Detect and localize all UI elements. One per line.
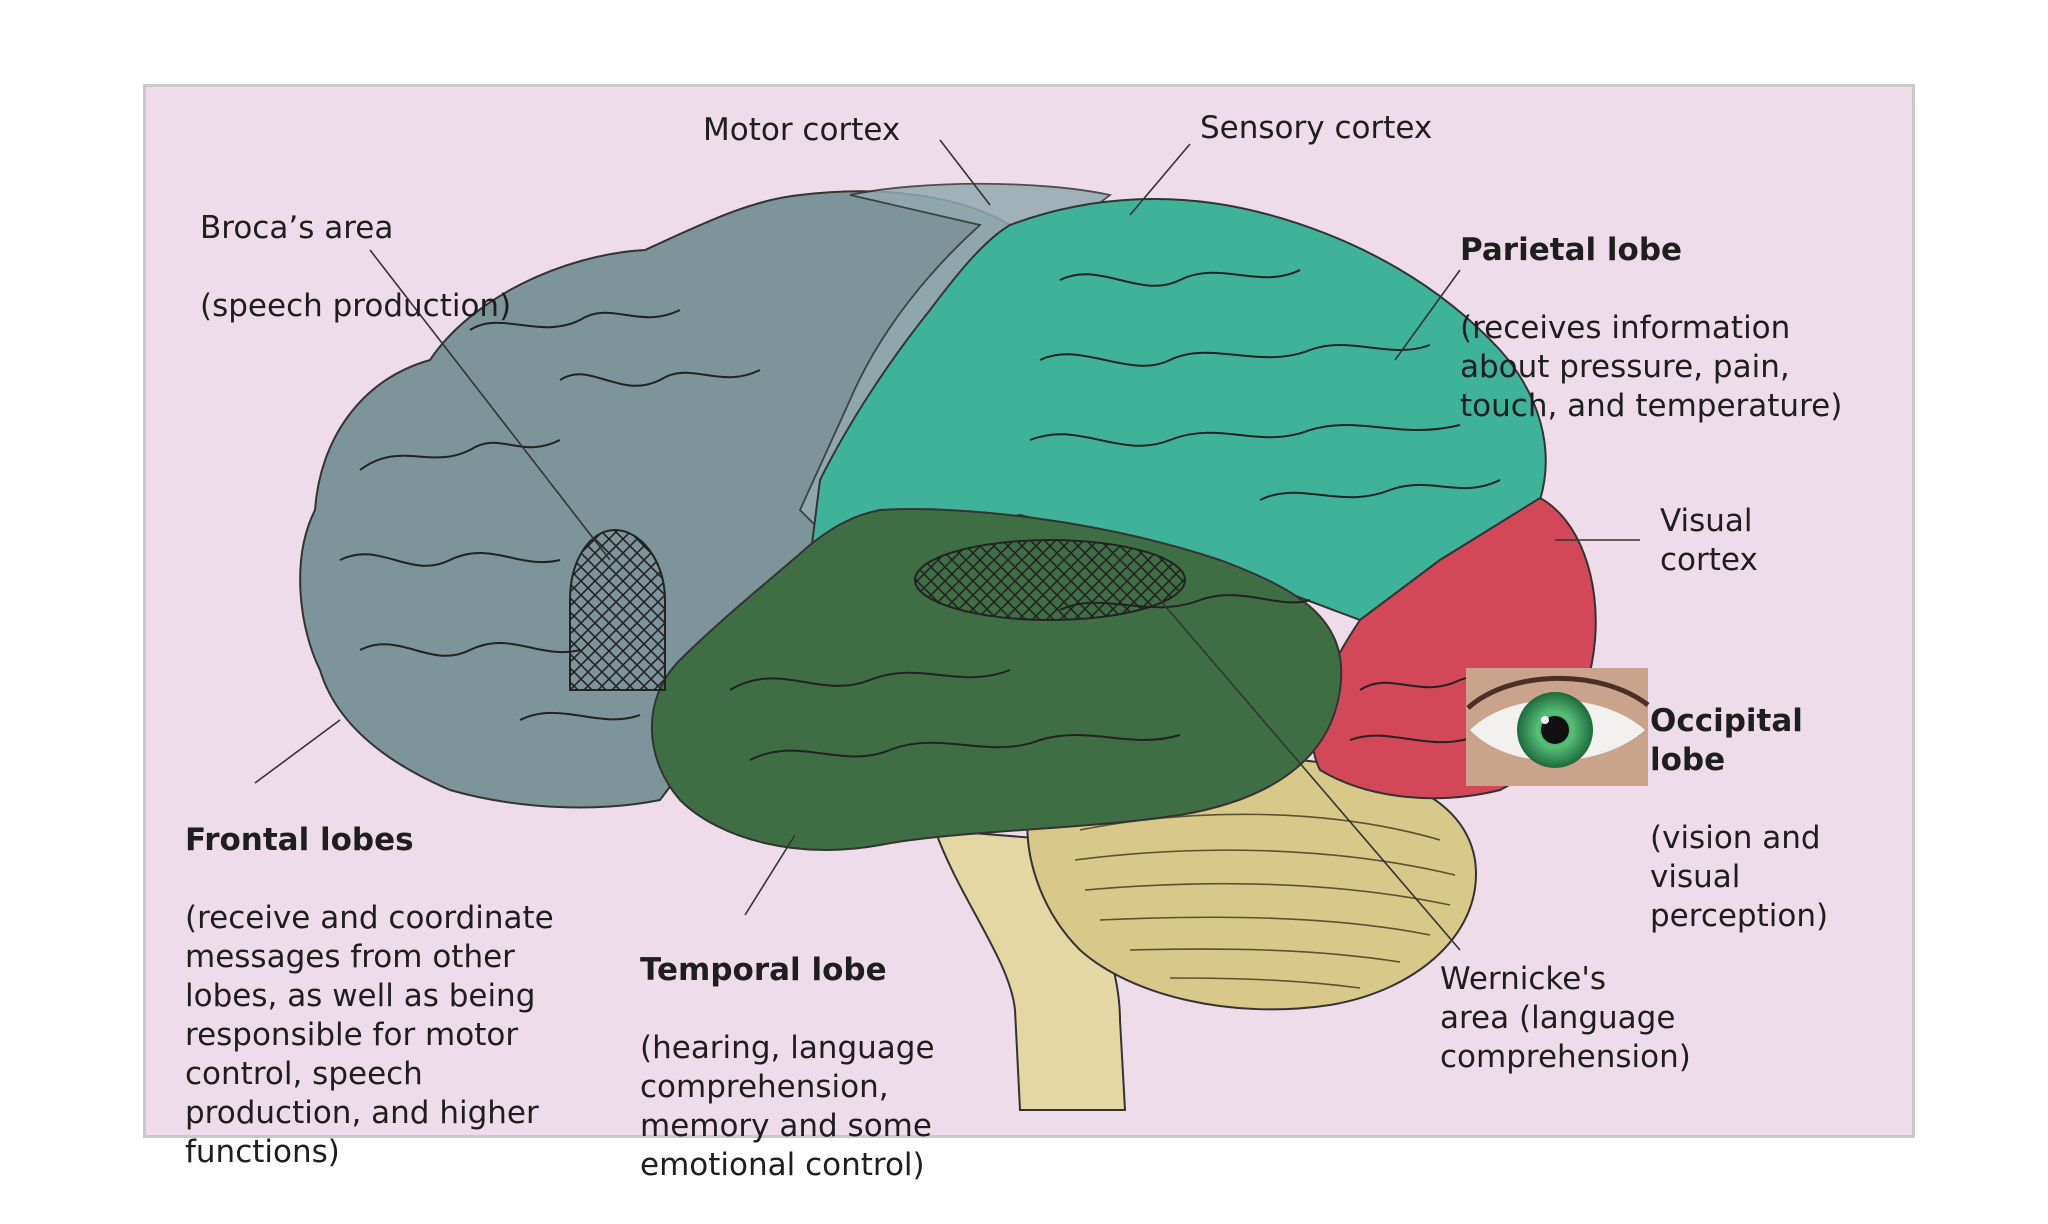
label-temporal-lobe: Temporal lobe (hearing, language compreh… [640,912,935,1224]
label-frontal-lobes: Frontal lobes (receive and coordinate me… [185,782,554,1211]
label-parietal-lobe: Parietal lobe (receives information abou… [1460,192,1842,465]
brain-diagram [254,139,1650,1111]
parietal-lobe-title: Parietal lobe [1460,232,1683,268]
label-sensory-cortex: Sensory cortex [1200,110,1433,146]
temporal-lobe-desc: (hearing, language comprehension, memory… [640,1030,935,1183]
brocas-area-desc: (speech production) [200,288,512,324]
wernickes-area-region [914,539,1186,621]
temporal-lobe-title: Temporal lobe [640,952,887,988]
label-brocas-area: Broca’s area (speech production) [200,170,511,365]
label-motor-cortex: Motor cortex [703,112,901,148]
eye-image [1466,668,1650,786]
frontal-lobes-desc: (receive and coordinate messages from ot… [185,900,554,1170]
parietal-lobe-desc: (receives information about pressure, pa… [1460,310,1843,424]
occipital-lobe-desc: (vision and visual perception) [1650,820,1829,934]
frontal-lobes-title: Frontal lobes [185,822,414,858]
leader-lines [254,139,1640,951]
brocas-area-title: Broca’s area [200,210,394,246]
cerebellum-folds [1074,813,1456,989]
brocas-area-region [569,528,666,691]
label-occipital-lobe: Occipital lobe (vision and visual percep… [1650,663,1828,975]
label-visual-cortex: Visual cortex [1660,503,1758,578]
occipital-lobe-title: Occipital lobe [1650,703,1803,778]
label-wernickes-area: Wernicke's area (language comprehension) [1440,961,1691,1075]
